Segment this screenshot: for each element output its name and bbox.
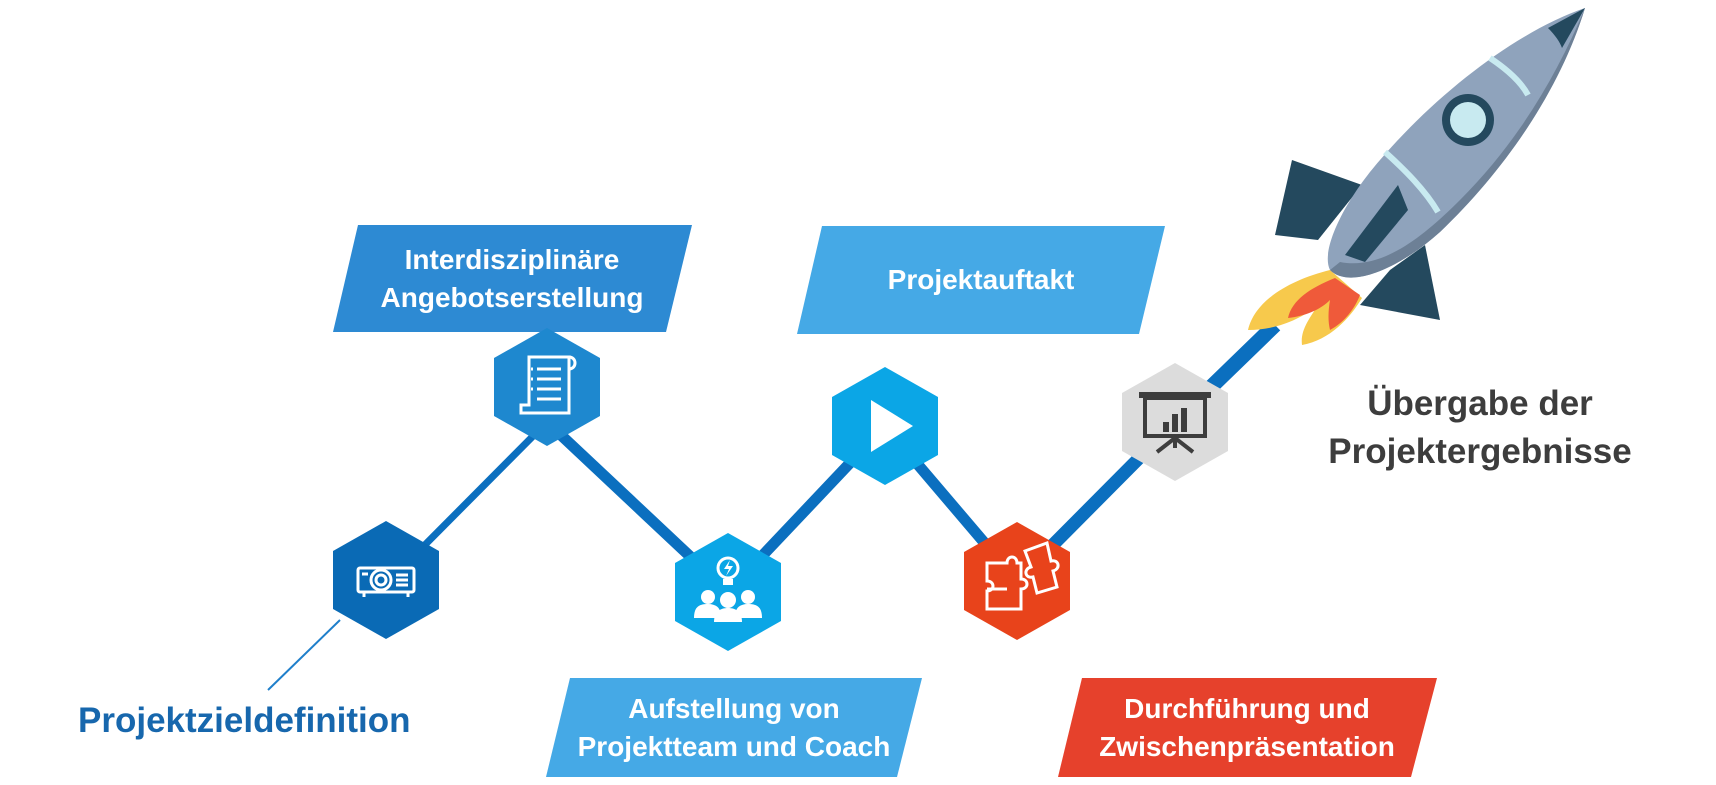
step-5-hexagon — [964, 522, 1070, 640]
label-uebergabe-line-1: Übergabe der — [1367, 384, 1593, 423]
label-uebergabe: Übergabe der Projektergebnisse — [1310, 380, 1650, 476]
label-projektauftakt-text: Projektauftakt — [887, 264, 1075, 295]
label-durchfuehrung-line-2: Zwischenpräsentation — [1099, 730, 1395, 762]
path-start-line — [267, 619, 341, 691]
step-1-hexagon — [333, 521, 439, 639]
label-aufstellung-line-2: Projektteam und Coach — [577, 730, 891, 762]
play-icon — [871, 400, 913, 452]
puzzle-icon — [985, 541, 1060, 611]
label-uebergabe-line-2: Projektergebnisse — [1328, 432, 1632, 471]
label-aufstellung-line-1: Aufstellung von — [628, 692, 840, 724]
projector-icon — [356, 566, 416, 597]
label-projektzieldefinition-text: Projektzieldefinition — [78, 701, 411, 740]
step-6-hexagon — [1122, 363, 1228, 481]
presentation-chart-icon — [1139, 392, 1211, 454]
roadmap-path — [267, 319, 1281, 691]
step-2-hexagon — [494, 328, 600, 446]
label-durchfuehrung: Durchführung und Zwischenpräsentation — [1068, 678, 1426, 777]
rocket-icon — [1248, 8, 1585, 345]
step-3-hexagon — [675, 533, 781, 651]
label-aufstellung: Aufstellung von Projektteam und Coach — [556, 678, 912, 777]
label-angebotserstellung: Interdisziplinäre Angebotserstellung — [340, 225, 684, 332]
label-box-durchfuehrung-bg — [1058, 678, 1437, 777]
label-projektauftakt: Projektauftakt — [810, 226, 1152, 334]
label-durchfuehrung-line-1: Durchführung und — [1124, 692, 1370, 724]
label-box-aufstellung-bg — [546, 678, 922, 777]
document-scroll-icon — [519, 355, 577, 415]
team-idea-icon — [694, 556, 762, 622]
label-angebotserstellung-line-2: Angebotserstellung — [380, 281, 644, 313]
label-projektzieldefinition: Projektzieldefinition — [78, 700, 411, 742]
label-box-angebotserstellung-bg — [333, 225, 692, 332]
step-4-hexagon — [832, 367, 938, 485]
label-angebotserstellung-line-1: Interdisziplinäre — [404, 243, 620, 275]
label-box-projektauftakt-bg — [797, 226, 1165, 334]
